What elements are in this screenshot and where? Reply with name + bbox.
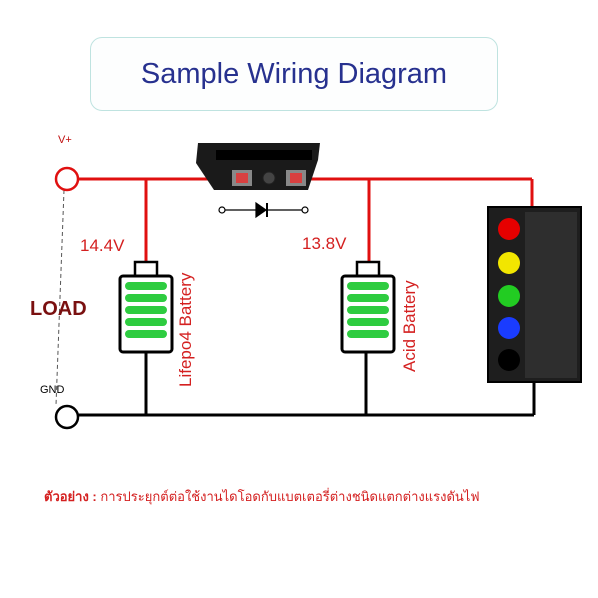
battery1-name: Lifepo4 Battery: [176, 272, 195, 387]
note-text: การประยุกต์ต่อใช้งานไดโอดกับแบตเตอรี่ต่า…: [100, 489, 480, 504]
led-blue: [498, 317, 520, 339]
led-red: [498, 218, 520, 240]
gnd-terminal: [54, 404, 80, 430]
acid-battery: [340, 260, 396, 354]
battery2-name: Acid Battery: [400, 280, 419, 372]
load-dashed-line: [55, 189, 65, 406]
lifepo4-battery: [118, 260, 174, 354]
vplus-label: V+: [58, 134, 72, 146]
ground-wire: [78, 352, 536, 417]
battery1-voltage: 14.4V: [80, 236, 125, 255]
title-box: Sample Wiring Diagram: [90, 37, 498, 111]
note-label: ตัวอย่าง :: [44, 489, 97, 504]
battery2-voltage: 13.8V: [302, 234, 347, 253]
gnd-label: GND: [40, 384, 65, 396]
diode-symbol: [218, 201, 309, 219]
diagram-title: Sample Wiring Diagram: [140, 57, 448, 90]
led-black: [498, 349, 520, 371]
vplus-terminal: [54, 166, 80, 192]
load-label: LOAD: [30, 298, 87, 320]
battery1-cells: [125, 282, 167, 338]
voltage-indicator: [487, 206, 582, 383]
diode-module: [196, 143, 320, 190]
example-note: ตัวอย่าง : การประยุกต์ต่อใช้งานไดโอดกับแ…: [44, 486, 480, 507]
led-green: [498, 285, 520, 307]
led-yellow: [498, 252, 520, 274]
battery2-cells: [347, 282, 389, 338]
